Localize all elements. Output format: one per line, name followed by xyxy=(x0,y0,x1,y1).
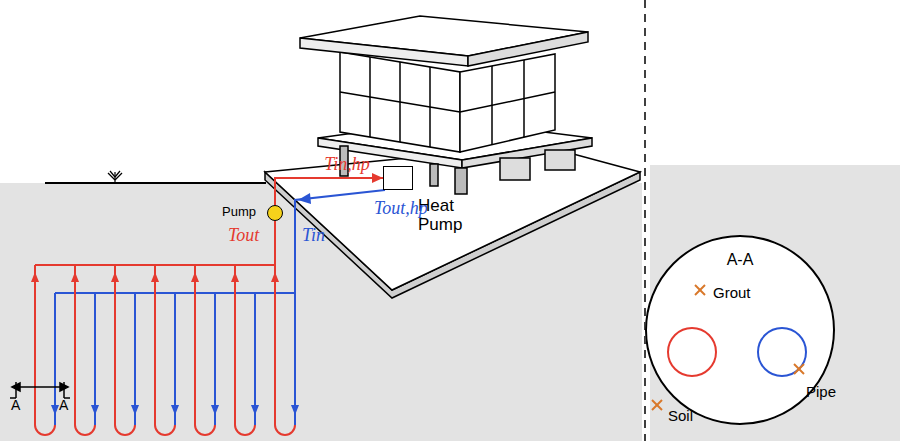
temperature-label: Tin xyxy=(302,226,325,246)
section-marker xyxy=(10,382,70,398)
building xyxy=(300,16,592,194)
flow-arrowhead xyxy=(291,405,299,415)
flow-arrowhead xyxy=(151,272,159,282)
flow-arrowhead xyxy=(131,405,139,415)
loop-leg xyxy=(275,265,295,435)
plant-symbol xyxy=(108,171,122,183)
flow-arrowhead xyxy=(191,272,199,282)
node-label: A-A xyxy=(727,251,754,269)
flow-arrowhead xyxy=(171,405,179,415)
ground-loops xyxy=(31,265,299,435)
temperature-label: Tout xyxy=(228,226,259,246)
part-label: Pipe xyxy=(806,384,836,401)
divider-line xyxy=(644,0,646,441)
building-slab xyxy=(265,145,640,298)
temperature-label: Tout,hp xyxy=(374,199,428,219)
flow-arrowhead xyxy=(251,405,259,415)
pump-symbol: Pump xyxy=(267,205,283,221)
flow-arrowhead xyxy=(298,193,311,204)
temperature-label: Tin,hp xyxy=(324,155,370,175)
blue-header-pipe xyxy=(55,190,385,293)
loop-leg xyxy=(75,265,95,435)
pipe-connector xyxy=(275,173,383,205)
flow-arrowhead xyxy=(51,405,59,415)
flow-arrowhead xyxy=(91,405,99,415)
flow-arrowhead xyxy=(231,272,239,282)
flow-arrowhead xyxy=(71,272,79,282)
supply-pipe-section xyxy=(668,328,716,376)
part-label: Soil xyxy=(668,408,693,425)
sensor-marks xyxy=(652,285,804,410)
return-pipe-section xyxy=(758,328,806,376)
heat-pump-box: Heat Pump xyxy=(383,166,413,190)
pipe-line xyxy=(275,178,383,205)
loop-leg xyxy=(235,265,255,435)
ground-surface xyxy=(45,182,266,184)
node-label: Grout xyxy=(713,285,751,302)
flow-arrowhead xyxy=(111,272,119,282)
section-letter: A xyxy=(11,398,20,413)
section-letter: A xyxy=(59,398,68,413)
node-label: Pump xyxy=(222,205,256,219)
loop-leg xyxy=(115,265,135,435)
flow-arrowhead xyxy=(31,272,39,282)
arrowhead xyxy=(372,173,383,183)
loop-leg xyxy=(195,265,215,435)
red-header-pipe xyxy=(35,221,275,265)
flow-arrowhead xyxy=(271,272,279,282)
loop-leg xyxy=(155,265,175,435)
loop-leg xyxy=(35,265,55,435)
flow-arrowhead xyxy=(211,405,219,415)
